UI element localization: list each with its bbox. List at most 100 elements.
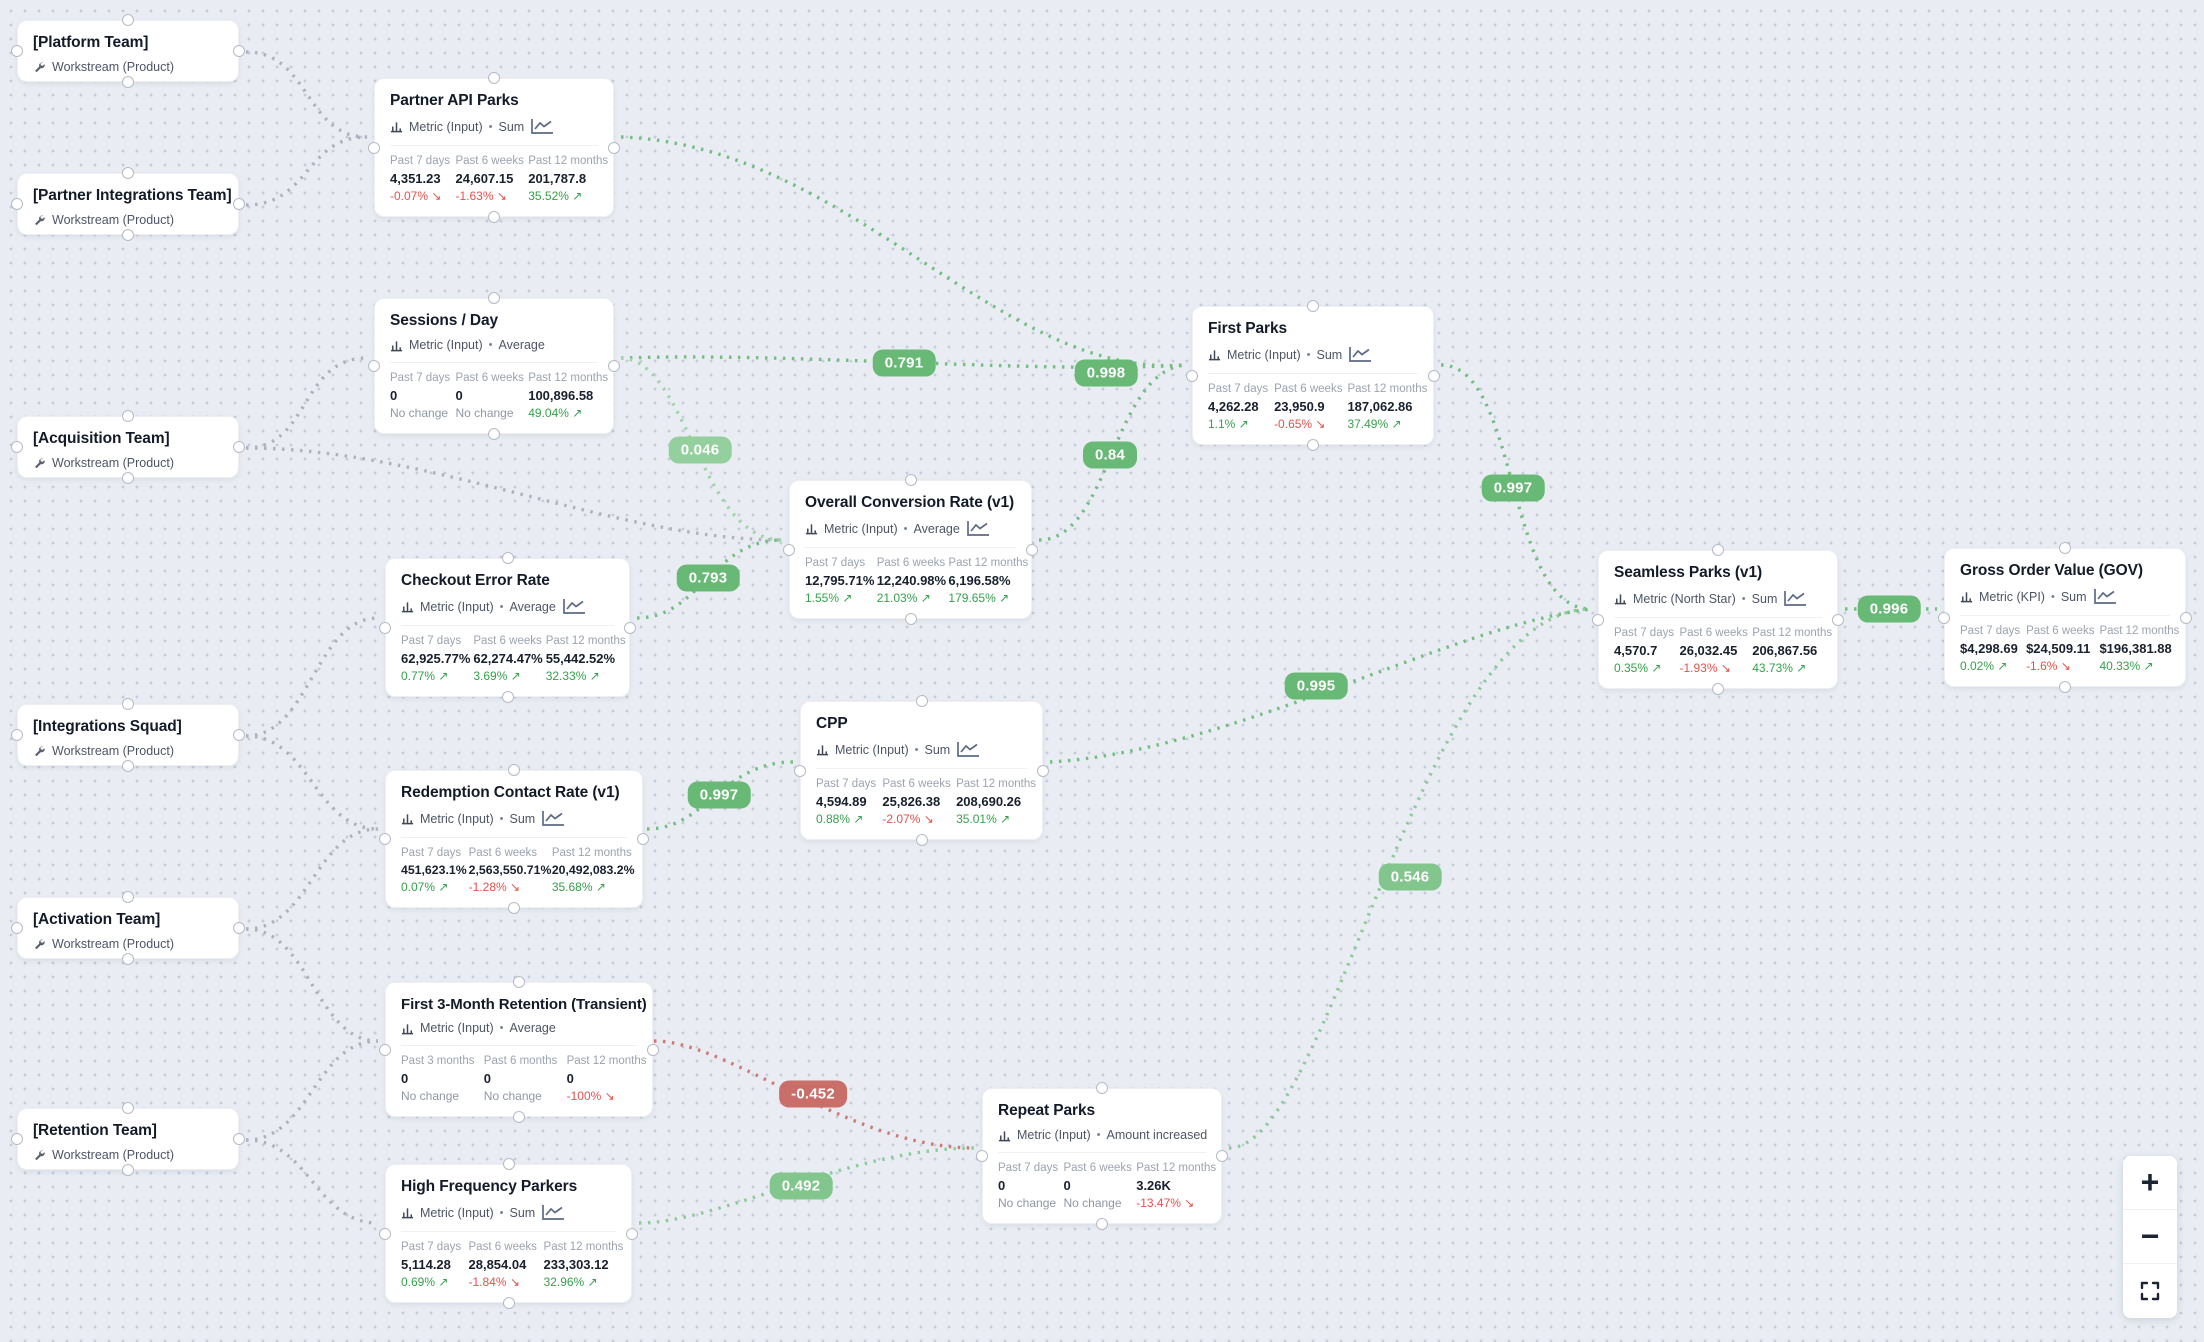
connection-handle[interactable] — [1592, 613, 1604, 626]
connection-handle[interactable] — [379, 833, 391, 845]
edge-integrations-squad-to-redemption-contact-rate[interactable] — [245, 734, 379, 831]
connection-handle[interactable] — [1307, 300, 1319, 312]
connection-handle[interactable] — [11, 45, 23, 57]
connection-handle[interactable] — [1216, 1150, 1228, 1162]
metric-node-first-parks[interactable]: First Parks Metric (Input)•Sum Past 7 da… — [1186, 300, 1440, 451]
connection-handle[interactable] — [794, 764, 806, 777]
connection-handle[interactable] — [122, 410, 134, 422]
connection-handle[interactable] — [626, 1227, 638, 1240]
connection-handle[interactable] — [904, 613, 917, 625]
sparkline-icon[interactable] — [541, 1204, 566, 1221]
correlation-badge[interactable]: 0.546 — [1378, 863, 1442, 891]
connection-handle[interactable] — [1712, 683, 1724, 695]
connection-handle[interactable] — [1026, 543, 1038, 556]
sparkline-icon[interactable] — [956, 741, 981, 758]
zoom-in-button[interactable]: + — [2123, 1156, 2177, 1210]
connection-handle[interactable] — [488, 72, 500, 84]
connection-handle[interactable] — [647, 1043, 659, 1056]
metric-node-high-frequency-parkers[interactable]: High Frequency Parkers Metric (Input)•Su… — [379, 1158, 638, 1309]
sparkline-icon[interactable] — [1348, 346, 1373, 363]
connection-handle[interactable] — [624, 621, 636, 634]
connection-handle[interactable] — [1307, 439, 1319, 451]
metric-node-gross-order-value[interactable]: Gross Order Value (GOV) Metric (KPI)•Sum… — [1938, 542, 2192, 693]
edge-redemption-contact-rate-to-cpp[interactable] — [646, 760, 794, 831]
connection-handle[interactable] — [122, 953, 134, 965]
edge-first-parks-to-seamless-parks[interactable] — [1440, 363, 1592, 611]
connection-handle[interactable] — [233, 1133, 245, 1145]
connection-handle[interactable] — [233, 441, 245, 453]
edge-activation-team-to-first-3-month-retention[interactable] — [245, 927, 379, 1043]
connection-handle[interactable] — [122, 472, 134, 484]
connection-handle[interactable] — [11, 1133, 23, 1145]
connection-handle[interactable] — [513, 976, 525, 988]
connection-handle[interactable] — [1832, 613, 1844, 626]
team-node-retention[interactable]: [Retention Team] Workstream (Product) — [11, 1102, 245, 1176]
metric-node-first-3-month-retention[interactable]: First 3-Month Retention (Transient) Metr… — [379, 976, 659, 1123]
connection-handle[interactable] — [379, 1227, 391, 1240]
sparkline-icon[interactable] — [541, 810, 566, 827]
connection-handle[interactable] — [976, 1150, 988, 1162]
team-node-platform[interactable]: [Platform Team] Workstream (Product) — [11, 14, 245, 88]
connection-handle[interactable] — [488, 211, 500, 223]
connection-handle[interactable] — [513, 1111, 525, 1123]
sparkline-icon[interactable] — [1783, 590, 1808, 607]
connection-handle[interactable] — [11, 441, 23, 453]
connection-handle[interactable] — [608, 360, 620, 372]
edge-retention-team-to-high-frequency-parkers[interactable] — [245, 1138, 379, 1225]
connection-handle[interactable] — [122, 76, 134, 88]
sparkline-icon[interactable] — [966, 520, 991, 537]
metric-node-sessions-day[interactable]: Sessions / Day Metric (Input)•Average Pa… — [368, 292, 620, 440]
connection-handle[interactable] — [122, 760, 134, 772]
edge-integrations-squad-to-checkout-error-rate[interactable] — [245, 616, 379, 738]
sparkline-icon[interactable] — [2093, 588, 2118, 605]
correlation-badge[interactable]: 0.997 — [687, 781, 751, 809]
metric-node-partner-api-parks[interactable]: Partner API Parks Metric (Input)•Sum Pas… — [368, 72, 620, 223]
correlation-badge[interactable]: 0.998 — [1074, 359, 1138, 387]
correlation-badge[interactable]: 0.996 — [1857, 595, 1921, 623]
connection-handle[interactable] — [1186, 369, 1198, 382]
connection-handle[interactable] — [379, 621, 391, 634]
team-node-activation[interactable]: [Activation Team] Workstream (Product) — [11, 891, 245, 965]
connection-handle[interactable] — [1712, 544, 1724, 556]
connection-handle[interactable] — [508, 764, 520, 776]
connection-handle[interactable] — [915, 695, 928, 707]
edge-retention-team-to-first-3-month-retention[interactable] — [245, 1039, 379, 1142]
edge-repeat-parks-to-seamless-parks[interactable] — [1228, 607, 1592, 1150]
zoom-out-button[interactable]: − — [2123, 1210, 2177, 1264]
correlation-badge[interactable]: 0.84 — [1083, 441, 1137, 469]
connection-handle[interactable] — [122, 698, 134, 710]
edge-partner-api-parks-to-first-parks[interactable] — [620, 135, 1186, 368]
metric-node-checkout-error-rate[interactable]: Checkout Error Rate Metric (Input)•Avera… — [379, 552, 636, 703]
metric-node-repeat-parks[interactable]: Repeat Parks Metric (Input)•Amount incre… — [976, 1082, 1228, 1230]
connection-handle[interactable] — [508, 902, 520, 914]
connection-handle[interactable] — [233, 45, 245, 57]
connection-handle[interactable] — [488, 428, 500, 440]
edge-activation-team-to-redemption-contact-rate[interactable] — [245, 827, 379, 931]
connection-handle[interactable] — [11, 198, 23, 210]
connection-handle[interactable] — [122, 14, 134, 26]
team-node-partner-integrations[interactable]: [Partner Integrations Team] Workstream (… — [11, 167, 245, 241]
sparkline-icon[interactable] — [562, 598, 587, 615]
connection-handle[interactable] — [2180, 611, 2192, 624]
correlation-badge[interactable]: -0.452 — [779, 1080, 847, 1108]
connection-handle[interactable] — [501, 691, 514, 703]
connection-handle[interactable] — [783, 543, 795, 556]
edge-platform-team-to-partner-api-parks[interactable] — [245, 50, 368, 139]
connection-handle[interactable] — [501, 552, 514, 564]
edge-partner-integrations-team-to-partner-api-parks[interactable] — [245, 135, 368, 207]
connection-handle[interactable] — [1938, 611, 1950, 624]
connection-handle[interactable] — [2059, 681, 2071, 693]
connection-handle[interactable] — [233, 198, 245, 210]
correlation-badge[interactable]: 0.995 — [1284, 672, 1348, 700]
connection-handle[interactable] — [904, 474, 917, 486]
connection-handle[interactable] — [608, 141, 620, 154]
team-node-acquisition[interactable]: [Acquisition Team] Workstream (Product) — [11, 410, 245, 484]
connection-handle[interactable] — [122, 167, 134, 179]
connection-handle[interactable] — [11, 729, 23, 741]
fullscreen-button[interactable] — [2123, 1264, 2177, 1318]
connection-handle[interactable] — [122, 1102, 134, 1114]
correlation-badge[interactable]: 0.492 — [769, 1172, 833, 1200]
correlation-badge[interactable]: 0.791 — [872, 349, 936, 377]
connection-handle[interactable] — [2059, 542, 2071, 554]
